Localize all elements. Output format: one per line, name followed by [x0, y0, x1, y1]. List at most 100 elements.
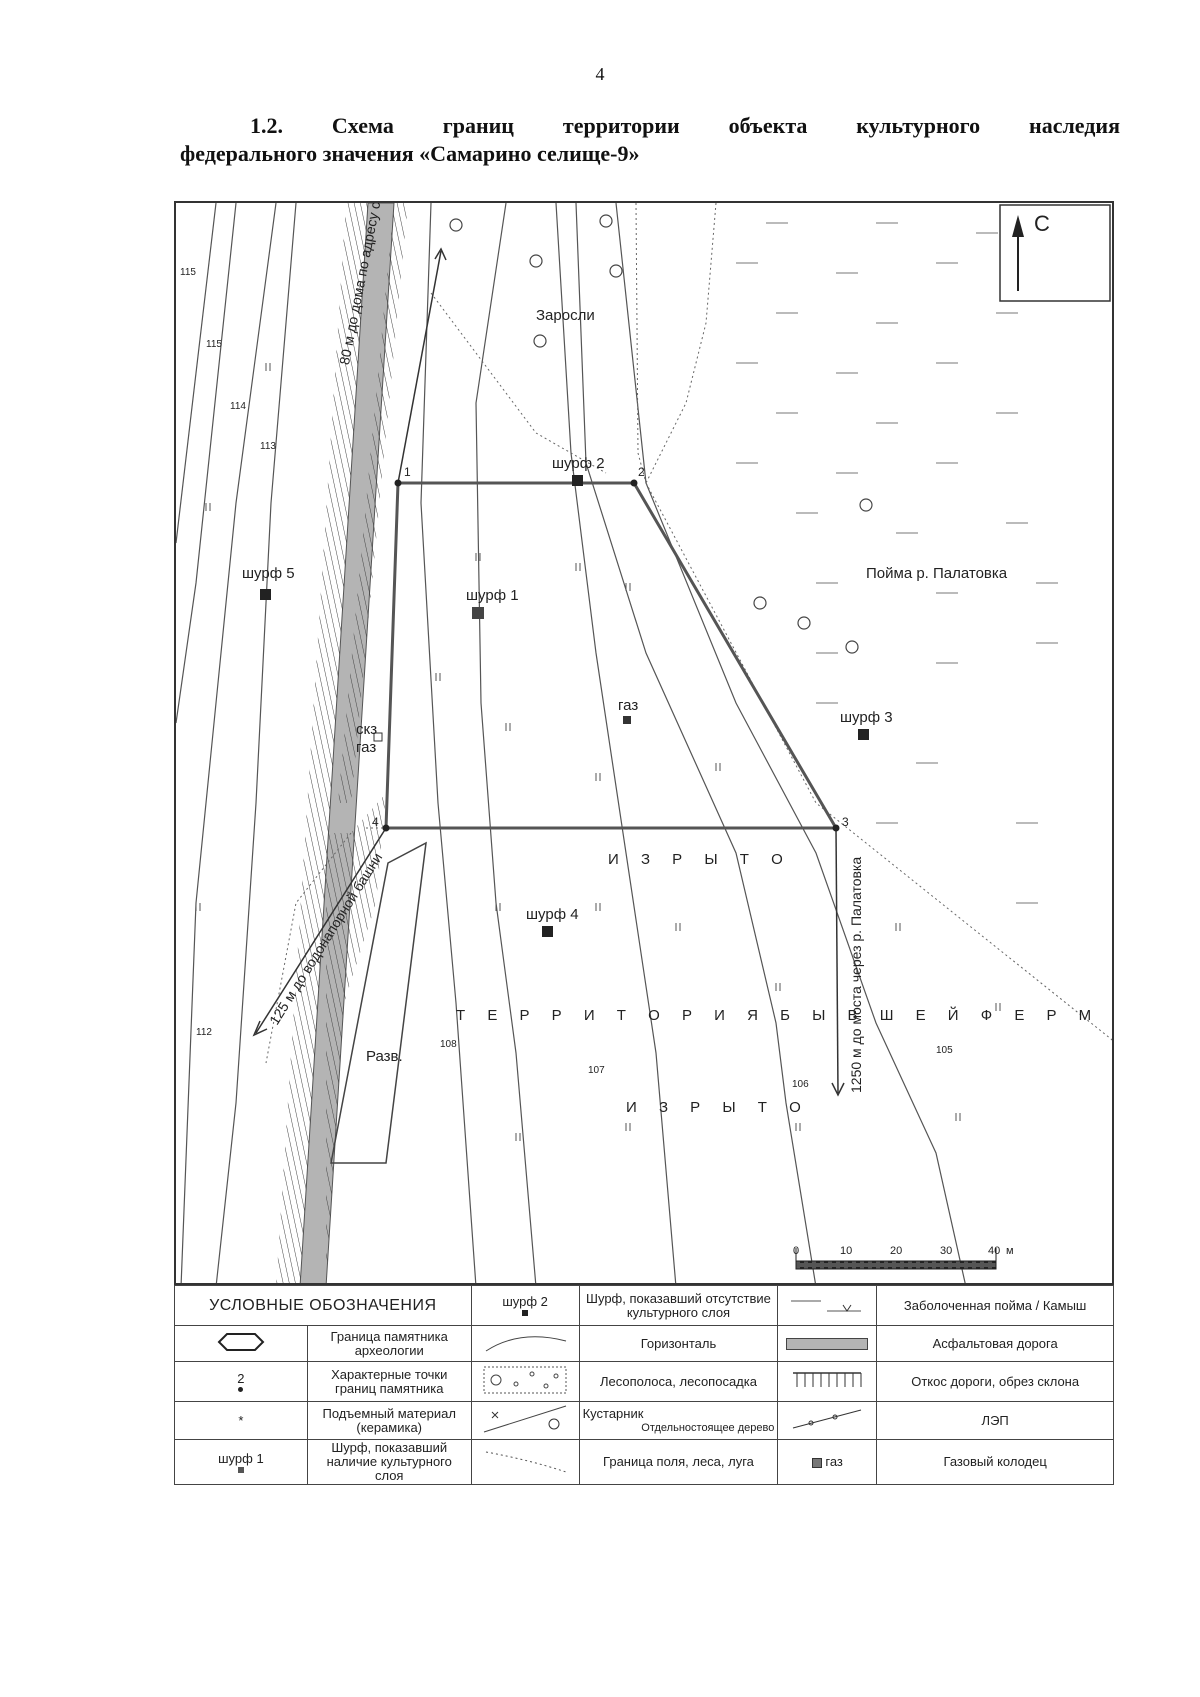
gas-well-icon	[811, 1457, 822, 1468]
legend-marsh-sample	[777, 1285, 878, 1326]
shurf-4-label: шурф 4	[526, 906, 579, 923]
legend-shurf-absent-sample: шурф 2	[470, 1285, 580, 1326]
title-word: территории	[562, 113, 680, 138]
scale-tick: 20	[890, 1245, 903, 1257]
map-legend: УСЛОВНЫЕ ОБОЗНАЧЕНИЯ шурф 2 Шурф, показа…	[174, 1285, 1114, 1485]
legend-char-points-sample: 2	[174, 1361, 308, 1402]
legend-power-line-sample	[777, 1401, 878, 1440]
title-word: наследия	[1029, 113, 1120, 138]
scale-tick: 10	[840, 1245, 853, 1257]
contour-label: 108	[440, 1039, 457, 1050]
direction-arrows	[252, 247, 845, 1097]
legend-slope-sample	[777, 1361, 878, 1402]
dug-label-2: И З Р Ы Т О	[626, 1099, 810, 1116]
contour-label: 115	[206, 339, 222, 350]
north-label: С	[1034, 211, 1050, 236]
title-line-2: федерального значения «Самарино селище-9…	[180, 141, 640, 166]
shrub-icon	[483, 1405, 567, 1433]
monument-boundary	[384, 481, 839, 830]
field-border-icon	[486, 1451, 567, 1472]
legend-power-line: ЛЭП	[876, 1401, 1114, 1440]
meadow-marks	[195, 363, 1001, 1141]
forest-belt-icon	[483, 1366, 567, 1394]
legend-lifted-sample: *	[174, 1401, 308, 1440]
shurf-markers	[260, 475, 869, 937]
slope-hatch-right-lower	[326, 793, 386, 1283]
legend-gas-well-sample-text: газ	[825, 1454, 843, 1469]
shurf-3-label: шурф 3	[840, 709, 893, 726]
legend-field-border: Граница поля, леса, луга	[578, 1439, 779, 1485]
gas-well-label: газ	[618, 697, 639, 714]
legend-boundary: Граница памятника археологии	[306, 1325, 472, 1362]
title-word: объекта	[728, 113, 808, 138]
page-number: 4	[595, 64, 605, 84]
thickets-label: Заросли	[536, 307, 595, 324]
title-number: 1.2.	[250, 113, 283, 138]
contour-label: 114	[230, 401, 246, 412]
legend-marsh: Заболоченная пойма / Камыш	[876, 1285, 1114, 1326]
to-bridge-label: 1250 м до моста через р. Палатовка	[848, 856, 864, 1093]
legend-asphalt: Асфальтовая дорога	[876, 1325, 1114, 1362]
scale-tick: 0	[793, 1245, 800, 1257]
boundary-icon	[217, 1333, 265, 1351]
legend-gas-well-sample: газ	[777, 1439, 878, 1485]
razv-label: Разв.	[366, 1048, 403, 1065]
contour-icon	[485, 1336, 567, 1352]
contour-lines	[176, 203, 966, 1283]
power-line-icon	[793, 1409, 862, 1429]
marsh-icon	[791, 1300, 862, 1312]
page-title: 1.2. Схема границ территории объекта кул…	[180, 112, 1120, 168]
legend-forest-belt: Лесополоса, лесопосадка	[578, 1361, 779, 1402]
marsh-marks	[736, 222, 1058, 904]
map-drawing	[176, 203, 1112, 1283]
legend-shurf-absent: Шурф, показавший отсутствие культурного …	[578, 1285, 779, 1326]
legend-shurf-present-sample-text: шурф 1	[218, 1450, 264, 1466]
legend-single-tree: Отдельностоящее дерево	[641, 1421, 775, 1434]
legend-shurf-present-sample: шурф 1	[174, 1439, 308, 1485]
asphalt-icon	[786, 1337, 869, 1350]
point-icon	[238, 1386, 244, 1392]
asterisk-icon: *	[238, 1412, 244, 1428]
slope-hatch-right	[338, 203, 408, 803]
floodplain-label: Пойма р. Палатовка	[866, 565, 1008, 582]
title-word: границ	[442, 113, 514, 138]
slope-hatch-left	[276, 203, 368, 1283]
title-line-1: 1.2. Схема границ территории объекта кул…	[180, 112, 1120, 140]
legend-lifted: Подъемный материал (керамика)	[306, 1401, 472, 1440]
legend-shrub-cell: Кустарник Отдельностоящее дерево	[578, 1401, 779, 1440]
shurf-1-label: шурф 1	[466, 587, 519, 604]
point-label-1: 1	[404, 465, 411, 479]
boundary-points	[382, 479, 840, 832]
legend-shurf-absent-sample-text: шурф 2	[502, 1294, 548, 1309]
legend-char-points-sample-text: 2	[237, 1370, 245, 1386]
shurf-5-label: шурф 5	[242, 565, 295, 582]
shurf-2-label: шурф 2	[552, 455, 605, 472]
legend-slope: Откос дороги, обрез склона	[876, 1361, 1114, 1402]
dug-label-1: И З Р Ы Т О	[608, 851, 792, 868]
contour-label: 106	[792, 1079, 809, 1090]
slope-icon	[793, 1372, 862, 1387]
legend-boundary-sample	[174, 1325, 308, 1362]
legend-forest-sample	[470, 1361, 580, 1402]
contour-label: 113	[260, 441, 276, 452]
legend-char-points: Характерные точки границ памятника	[306, 1361, 472, 1402]
legend-asphalt-sample	[777, 1325, 878, 1362]
point-label-2: 2	[638, 465, 645, 479]
legend-shurf-present: Шурф, показавший наличие культурного сло…	[306, 1439, 472, 1485]
contour-label: 105	[936, 1045, 953, 1056]
shurf-present-icon	[237, 1466, 244, 1473]
shurf-absent-icon	[522, 1310, 529, 1316]
legend-header: УСЛОВНЫЕ ОБОЗНАЧЕНИЯ	[174, 1285, 472, 1326]
scale-bar	[795, 1248, 997, 1270]
skz-label: скз	[356, 721, 378, 738]
site-map: С Заросли Пойма р. Палатовка шурф 1 шурф…	[174, 201, 1114, 1285]
legend-shrub: Кустарник	[582, 1405, 644, 1421]
legend-shrub-sample	[470, 1401, 580, 1440]
former-farm-label: Т Е Р Р И Т О Р И Я Б Ы В Ш Е Й Ф Е Р М …	[456, 1007, 1114, 1024]
title-word: Схема	[331, 113, 394, 138]
legend-field-border-sample	[470, 1439, 580, 1485]
tree-symbols	[449, 214, 873, 654]
legend-gas-well: Газовый колодец	[876, 1439, 1114, 1485]
legend-contour: Горизонталь	[578, 1325, 779, 1362]
gas-label-2: газ	[356, 739, 377, 756]
